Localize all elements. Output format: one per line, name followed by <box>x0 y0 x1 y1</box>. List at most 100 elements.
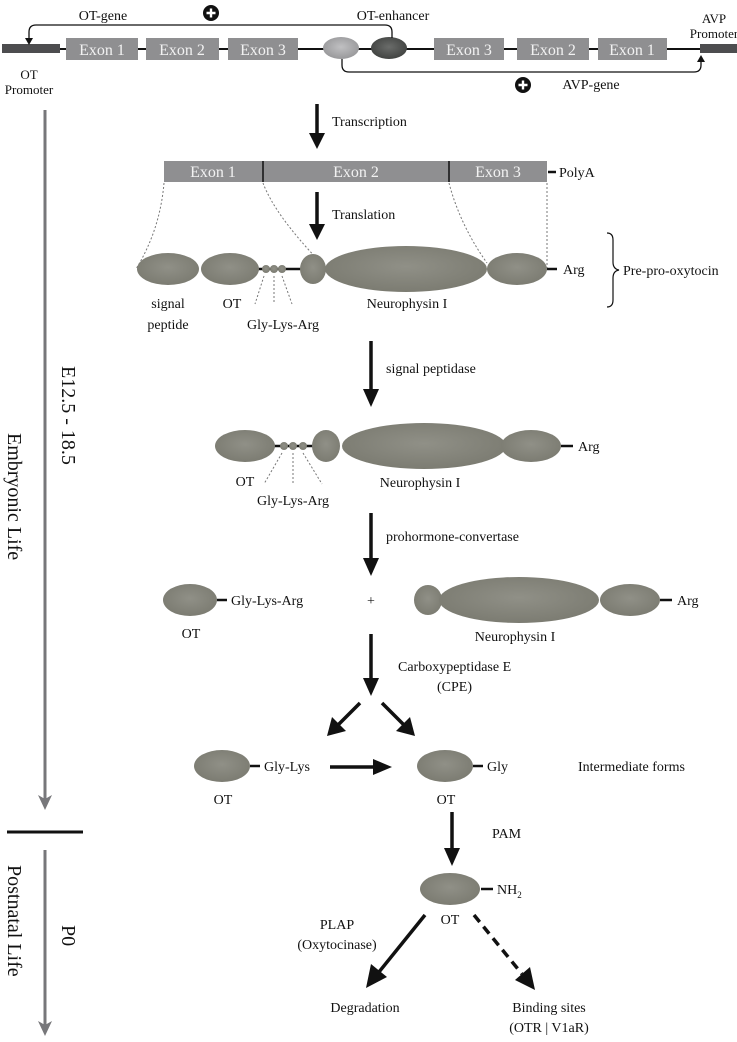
step-signal-peptidase: signal peptidase <box>363 341 476 407</box>
avp-promoter <box>700 44 737 53</box>
ot-gene-label: OT-gene <box>79 9 127 24</box>
neurophysin-shape <box>342 423 506 469</box>
ot-label-right: OT <box>437 793 456 808</box>
gly-residue <box>262 265 270 273</box>
branch-left-arrowhead-icon <box>327 717 346 736</box>
embryonic-timeline-arrowhead-icon <box>38 795 52 810</box>
pro-oxytocin: Arg OT Gly-Lys-Arg Neurophysin I <box>215 423 600 509</box>
mature-oxytocin: NH2 OT <box>420 873 522 928</box>
cpe-label-line1: Carboxypeptidase E <box>398 660 511 675</box>
neurophysin-n-domain <box>312 430 340 462</box>
ot-exon-1 <box>66 38 138 60</box>
neurophysin-shape <box>325 246 487 292</box>
signal-peptide-label-line1: signal <box>151 297 185 312</box>
mature-ot-shape <box>420 873 480 905</box>
plap-label-line1: PLAP <box>320 918 354 933</box>
avp-arrowhead-icon <box>697 55 705 62</box>
c-terminal-domain <box>501 430 561 462</box>
avp-gene-label: AVP-gene <box>562 78 619 93</box>
ot-label-left: OT <box>214 793 233 808</box>
gly-lys-arg-label: Gly-Lys-Arg <box>257 494 329 509</box>
residue-pointer-lines <box>263 452 323 485</box>
mrna: Exon 1 Exon 2 Exon 3 PolyA <box>164 161 596 182</box>
pam-arrowhead-icon <box>444 848 460 866</box>
gly-label: Gly <box>487 760 508 775</box>
plus-sign: + <box>367 594 375 609</box>
binding-arrowhead-icon <box>515 967 535 990</box>
arg-label: Arg <box>563 263 585 278</box>
cpe-arrowhead-icon <box>363 678 379 696</box>
ot-exon-1-label: Exon 1 <box>79 42 125 59</box>
ot-shape <box>163 584 217 616</box>
binding-sites-label-line1: Binding sites <box>512 1001 586 1016</box>
residue-pointer-lines <box>254 275 293 305</box>
gene-locus: Exon 1 Exon 2 Exon 3 Exon 3 Exon 2 Exon … <box>2 5 737 97</box>
enhancer-dark <box>371 37 407 59</box>
branch-right-arrow-shaft <box>380 701 408 729</box>
gly-lys-label: Gly-Lys <box>264 760 310 775</box>
embryonic-range-label: E12.5 - 18.5 <box>57 366 79 465</box>
pam-label: PAM <box>492 827 522 842</box>
gly-residue <box>280 442 288 450</box>
mrna-exon-2-label: Exon 2 <box>333 164 379 181</box>
avp-exon-1 <box>598 38 667 60</box>
ot-label: OT <box>223 297 242 312</box>
pre-pro-oxytocin-bracket <box>606 232 620 308</box>
neurophysin-n-domain <box>300 254 326 284</box>
mature-ot-label: OT <box>441 913 460 928</box>
binding-sites-label-line2: (OTR | V1aR) <box>509 1021 589 1036</box>
branch-right-arrowhead-icon <box>396 717 415 736</box>
avp-exon-2-label: Exon 2 <box>530 42 576 59</box>
postnatal-range-label: P0 <box>57 925 79 946</box>
mrna-exon-3-label: Exon 3 <box>475 164 521 181</box>
arg-label: Arg <box>578 440 600 455</box>
step-prohormone-convertase: prohormone-convertase <box>363 513 519 576</box>
plus-circle-icon-top <box>203 5 219 21</box>
avp-promoter-label-line1: AVP <box>702 11 726 26</box>
degradation-label: Degradation <box>330 1001 399 1016</box>
arg-residue <box>278 265 286 273</box>
plap-label-line2: (Oxytocinase) <box>297 938 377 953</box>
exon-mapping-lines <box>135 182 548 270</box>
mrna-bar <box>164 161 547 182</box>
ot-label: OT <box>236 475 255 490</box>
intermediate-forms: Gly-Lys OT Gly OT Intermediate forms <box>194 750 685 808</box>
c-terminal-domain <box>487 253 547 285</box>
translation-arrowhead-icon <box>309 224 325 240</box>
avp-exon-1-label: Exon 1 <box>609 42 655 59</box>
nh2-label: NH2 <box>497 883 522 900</box>
transcription-label: Transcription <box>332 115 407 130</box>
mrna-exon-1-label: Exon 1 <box>190 164 236 181</box>
ot-enhancer-label: OT-enhancer <box>357 9 430 24</box>
neurophysin-shape <box>439 577 599 623</box>
developmental-timeline: Embryonic Life E12.5 - 18.5 Postnatal Li… <box>3 110 83 1036</box>
prohormone-convertase-arrowhead-icon <box>363 558 379 576</box>
ot-promoter <box>2 44 60 53</box>
conversion-arrowhead-icon <box>373 759 392 775</box>
cleaved-products: Gly-Lys-Arg OT + Arg Neurophysin I <box>163 577 699 645</box>
c-terminal-domain <box>600 584 660 616</box>
ot-shape <box>215 430 275 462</box>
signal-peptide-label-line2: peptide <box>147 318 188 333</box>
arg-label: Arg <box>677 594 699 609</box>
pre-pro-oxytocin: Arg signal peptide OT Gly-Lys-Arg Neurop… <box>137 232 719 333</box>
ot-promoter-label-line1: OT <box>20 67 37 82</box>
step-transcription: Transcription <box>309 104 407 149</box>
gly-lys-arg-label: Gly-Lys-Arg <box>247 318 319 333</box>
postnatal-timeline-arrowhead-icon <box>38 1021 52 1036</box>
ot-exon-2 <box>146 38 219 60</box>
ot-gene-direction-arrow <box>28 24 393 42</box>
signal-peptidase-label: signal peptidase <box>386 362 476 377</box>
avp-exon-3-label: Exon 3 <box>446 42 492 59</box>
avp-gene-exons: Exon 3 Exon 2 Exon 1 <box>434 38 667 60</box>
avp-exon-2 <box>517 38 589 60</box>
step-cpe: Carboxypeptidase E (CPE) <box>327 634 511 736</box>
ot-arrowhead-icon <box>25 38 33 45</box>
degradation-arrowhead-icon <box>366 964 387 988</box>
signal-peptidase-arrowhead-icon <box>363 389 379 407</box>
ot-promoter-label-line2: Promoter <box>5 82 54 97</box>
polya-label: PolyA <box>559 166 596 181</box>
prohormone-convertase-label: prohormone-convertase <box>386 530 519 545</box>
postnatal-life-label: Postnatal Life <box>3 865 25 977</box>
translation-label: Translation <box>332 208 395 223</box>
